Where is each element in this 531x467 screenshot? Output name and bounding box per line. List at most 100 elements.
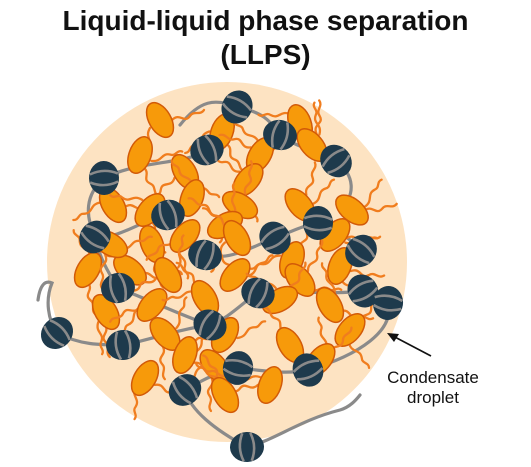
idr-tail: [312, 101, 322, 136]
dna-wrap: [166, 199, 178, 228]
protein-body: [172, 336, 198, 374]
idr-tail: [145, 238, 175, 261]
protein-idr: [91, 293, 121, 359]
protein-idr: [172, 321, 227, 378]
dna-wrap: [114, 331, 123, 361]
dna-wrap: [80, 231, 105, 250]
dna-wrap: [178, 375, 199, 399]
idr-tail: [246, 254, 274, 278]
dna-wrap: [123, 329, 132, 359]
nucleosome: [106, 329, 140, 361]
nucleosome-core: [230, 431, 264, 463]
nucleosome: [79, 220, 111, 254]
dna-wrap: [117, 272, 127, 301]
idr-tail: [177, 234, 185, 269]
idr-tail: [193, 361, 227, 378]
dna-wrap: [303, 225, 333, 232]
protein-idr: [201, 207, 252, 273]
protein-idr: [195, 354, 240, 414]
dna-wrap: [347, 279, 374, 296]
dna-wrap: [296, 367, 324, 381]
idr-tail: [159, 344, 166, 381]
dna-wrap: [238, 432, 245, 462]
protein-idr: [296, 99, 328, 162]
dna-wrap: [204, 134, 218, 162]
idr-tail: [249, 254, 282, 270]
dna-wrap: [352, 286, 379, 303]
nucleosome: [320, 144, 352, 178]
nucleosome: [372, 286, 404, 320]
nucleosome-core: [221, 90, 253, 124]
idr-tail: [304, 161, 317, 196]
dna-wrap: [372, 303, 402, 312]
dna-wrap: [225, 359, 254, 369]
idr-tail: [349, 269, 386, 278]
nucleosome: [101, 272, 135, 304]
nucleosome: [263, 119, 297, 151]
diagram-title: Liquid-liquid phase separation (LLPS): [0, 4, 531, 72]
dna-wrap: [205, 314, 222, 341]
nucleosome: [88, 161, 120, 195]
dna-wrap: [222, 367, 251, 377]
idr-tail: [141, 165, 161, 198]
idr-tail: [236, 320, 267, 340]
idr-tail: [96, 321, 104, 356]
idr-tail: [232, 120, 260, 144]
idr-tail: [320, 262, 336, 295]
idr-tail: [224, 142, 246, 173]
nucleosome: [193, 309, 227, 341]
idr-tail: [311, 178, 336, 206]
idr-tail: [257, 111, 292, 118]
idr-tail: [347, 341, 371, 370]
nucleosome-core: [347, 274, 379, 308]
dna-wrap: [292, 359, 320, 373]
nucleosome-core: [79, 220, 111, 254]
idr-tail: [363, 178, 383, 209]
dna-wrap: [260, 225, 285, 244]
protein-body: [127, 136, 153, 174]
protein-body: [210, 376, 240, 414]
callout-arrow: [387, 333, 432, 357]
idr-tail: [161, 290, 195, 302]
idr-tail: [102, 322, 111, 359]
protein-body: [153, 256, 183, 294]
dna-wrap: [265, 232, 290, 251]
nucleosome-core: [320, 144, 352, 178]
nucleosome-core: [259, 221, 291, 255]
nucleosome: [40, 316, 74, 350]
dna-wrap: [171, 381, 192, 405]
idr-tail: [243, 160, 254, 196]
protein-body: [91, 293, 121, 331]
nucleosome: [259, 221, 291, 255]
dna-wrap: [352, 237, 376, 258]
protein-idr: [127, 136, 184, 198]
protein-idr: [161, 261, 220, 317]
idr-tail: [314, 99, 322, 136]
dna-wrap: [158, 202, 170, 231]
dna-wrap: [196, 138, 210, 166]
nucleosome-core: [40, 316, 74, 350]
dna-wrap: [321, 147, 345, 168]
nucleosome: [222, 351, 254, 385]
nucleosome-core: [88, 161, 120, 195]
protein-body: [73, 251, 103, 289]
dna-wrap: [226, 95, 253, 112]
nucleosome: [241, 277, 275, 309]
dna-strand: [183, 388, 362, 449]
nucleosomes: [40, 90, 404, 463]
protein-idr: [315, 262, 375, 324]
dna-strand: [93, 235, 260, 327]
title-line-1: Liquid-liquid phase separation: [62, 5, 469, 36]
nucleosome-core: [193, 309, 227, 341]
idr-tail: [72, 201, 102, 222]
nucleosome-core: [302, 206, 334, 240]
idr-tail: [170, 159, 194, 187]
idr-tail: [109, 194, 144, 202]
dna-wrap: [109, 275, 119, 304]
callout-label-line-2: droplet: [407, 388, 459, 407]
dna-wrap: [195, 239, 207, 268]
dna-wrap: [374, 294, 404, 303]
idr-tail: [306, 239, 324, 273]
nucleosome: [168, 374, 202, 406]
